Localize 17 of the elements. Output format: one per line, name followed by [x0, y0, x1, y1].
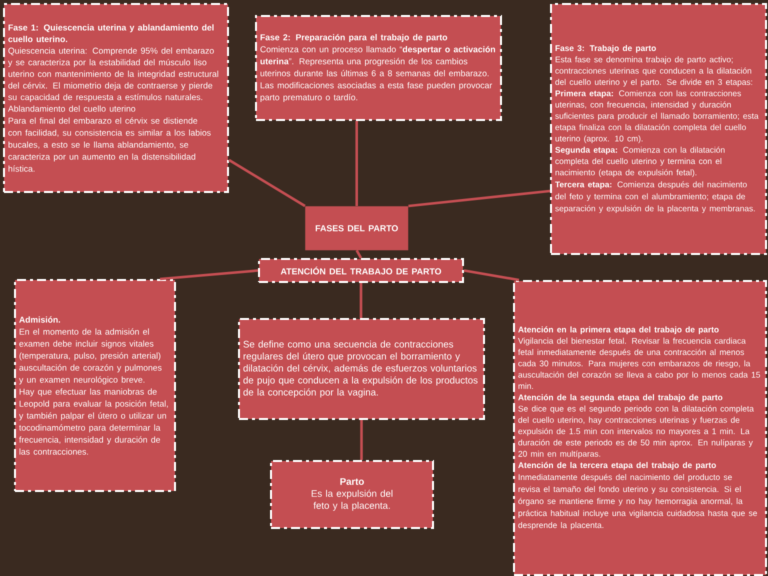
info-box: Parto Es la expulsión del feto y la placenta.: [270, 460, 434, 529]
connector-line: [356, 250, 362, 259]
connector-line: [464, 269, 520, 282]
connector-line: [160, 269, 258, 280]
section-box: ATENCIÓN DEL TRABAJO DE PARTO: [258, 258, 464, 283]
connector-line: [355, 121, 358, 206]
info-box: Atención en la primera etapa del trabajo de parto Vigilancia del bienestar fetal. Revisar la frecuencia cardiaca fetal inmediatamente después de una contracción al menos cada 30 minutos. Para mujeres con embarazos de riesgo, la auscultación del corazón se lleva a cabo por lo menos cada 15 min. Atención de la segunda etapa del trabajo de parto Se dice que es el segundo periodo con la dilatación completa del cuello uterino, hay contracciones uterinas y fuerzas de expulsión de 1.5 min con intervalos no mayores a 1 min. La duración de este periodo es de 50 min aprox. En nulíparas y 20 min en multíparas. Atención de la tercera etapa del trabajo de parto Inmediatamente después del nacimiento del producto se revisa el tamaño del fondo uterino y su consistencia. Si el órgano se mantiene firme y no hay hemorragia anormal, la práctica habitual incluye una vigilancia cuidadosa hasta que se desprende la placenta.: [513, 280, 767, 576]
info-box: Admisión. En el momento de la admisión el examen debe incluir signos vitales (temperatura, pulso, presión arterial) auscultación de corazón y pulmones y un examen neurológico breve. Hay que efectuar las maniobras de Leopold para evaluar la posición fetal, y también palpar el útero o utilizar un tocodinamómetro para determinar la frecuencia, intensidad y duración de las contracciones.: [14, 279, 176, 492]
connector-line: [360, 283, 362, 318]
definition-box: Se define como una secuencia de contracciones regulares del útero que provocan el borramiento y dilatación del cérvix, además de esfuerzos voluntarios de pujo que conducen a la expulsión de los productos de la concepción por la vagina.: [238, 318, 485, 420]
title-box: FASES DEL PARTO: [305, 206, 408, 250]
phase-box: Fase 3: Trabajo de parto Esta fase se denomina trabajo de parto activo; contracciones uterinas que conducen a la dilatación del cuello uterino y el parto. Se divide en 3 etapas: Primera etapa: Comienza con las contracciones uterinas, con frecuencia, intensidad y duración suficientes para producir el llamado borramiento; esta etapa finaliza con la dilatación completa del cuello uterino (aprox. 10 cm). Segunda etapa: Comienza con la dilatación completa del cuello uterino y termina con el nacimiento (etapa de expulsión fetal). Tercera etapa: Comienza después del nacimiento del feto y termina con el alumbramiento; etapa de separación y expulsión de la placenta y membranas.: [550, 3, 767, 255]
connector-line: [360, 420, 363, 460]
phase-box: Fase 1: Quiescencia uterina y ablandamiento del cuello uterino. Quiescencia uterina: Comprende 95% del embarazo y se caracteriza por la estabilidad del músculo liso uterino con mantenimiento de la integridad estructural del cérvix. El miometrio deja de contraerse y pierde su capacidad de respuesta a estímulos naturales. Ablandamiento del cuello uterino Para el final del embarazo el cérvix se distiende con facilidad, su consistencia es similar a los labios bucales, a esto se le llama ablandamiento, se caracteriza por un aumento en la distensibilidad hística.: [3, 3, 229, 193]
phase-box: Fase 2: Preparación para el trabajo de parto Comienza con un proceso llamado “despertar o activación uterina”. Representa una progresión de los cambios uterinos durante las últimas 6 a 8 semanas del embarazo. Las modificaciones asociadas a esta fase pueden provocar parto prematuro o tardío.: [255, 15, 502, 121]
connector-line: [228, 158, 306, 208]
connector-line: [408, 190, 550, 208]
